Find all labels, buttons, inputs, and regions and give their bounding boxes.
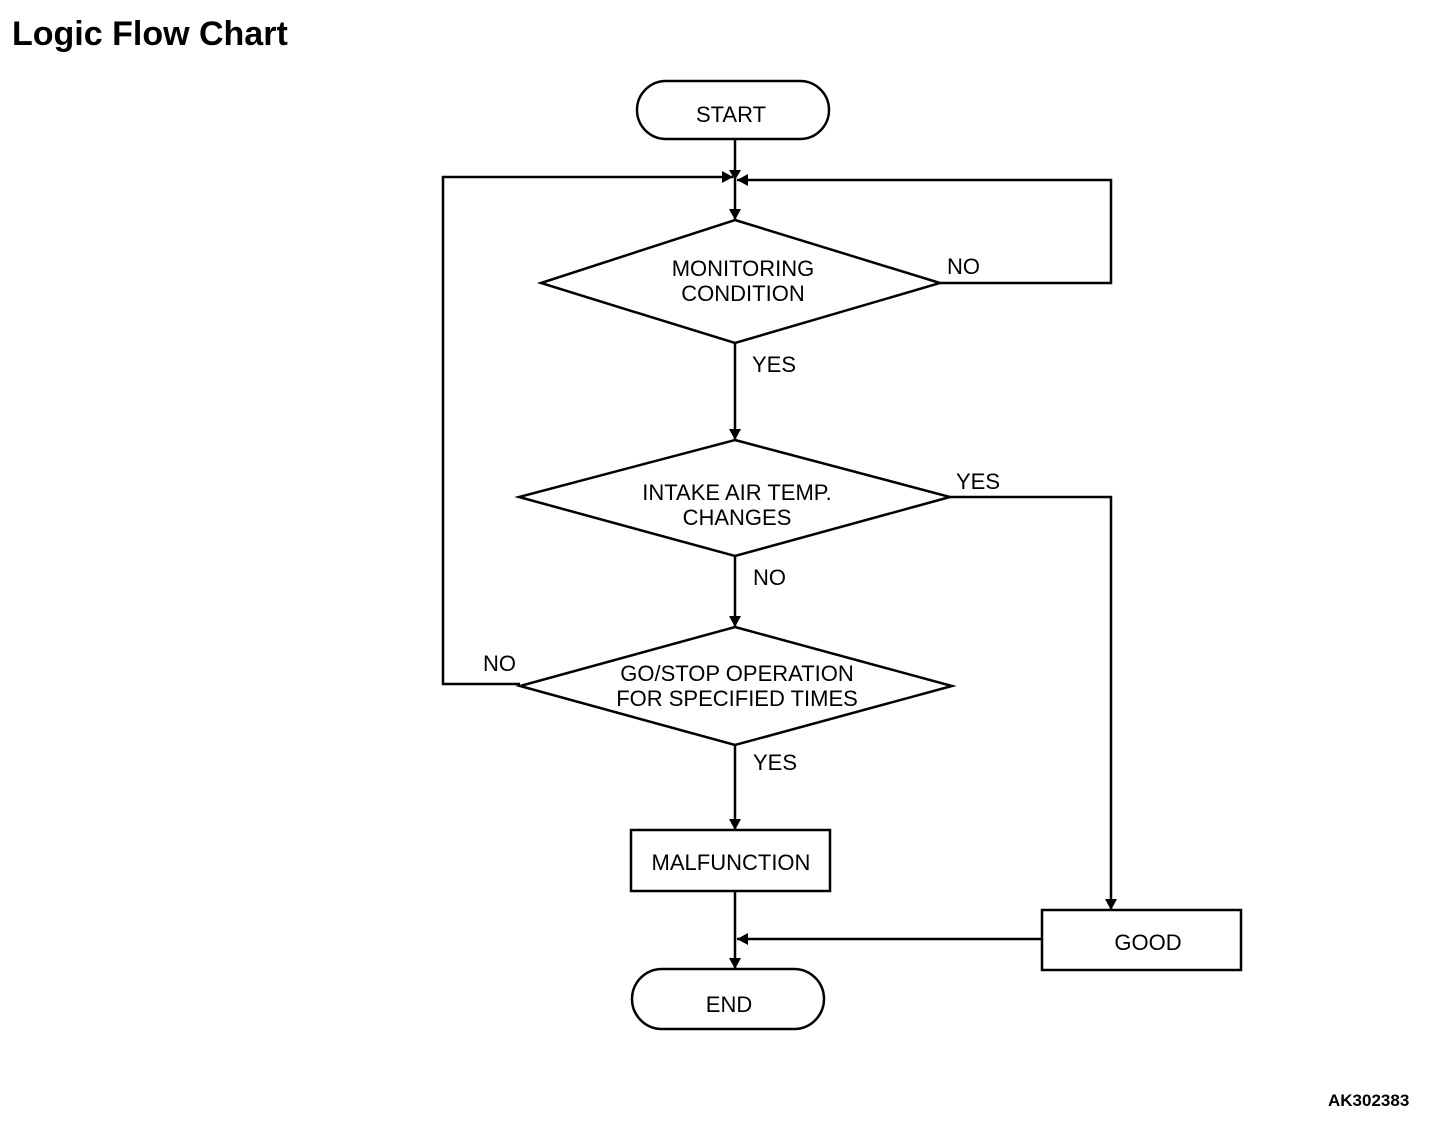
intake-no-label: NO	[753, 565, 786, 590]
gostop-no-label: NO	[483, 651, 516, 676]
monitoring-no-label: NO	[947, 254, 980, 279]
arrow-malfunction-in-icon	[729, 819, 741, 830]
end-label: END	[706, 992, 752, 1017]
arrow-good-in-icon	[1105, 899, 1117, 910]
monitoring-yes-label: YES	[752, 352, 796, 377]
edge-gostop-no-loop	[441, 175, 733, 686]
figure-code: AK302383	[1328, 1091, 1410, 1110]
start-label: START	[696, 102, 766, 127]
monitoring-label-line-2: CONDITION	[681, 281, 804, 306]
arrow-merge-down-icon	[729, 170, 741, 180]
intake-label-line-2: CHANGES	[683, 505, 792, 530]
arrow-intake-in-icon	[729, 429, 741, 440]
monitoring-condition-decision: MONITORING CONDITION	[536, 218, 945, 345]
arrow-gostop-no-loop-icon	[722, 171, 733, 183]
start-terminal: START	[635, 79, 831, 141]
good-box: GOOD	[1040, 908, 1243, 972]
arrow-monitoring-in-icon	[729, 209, 741, 220]
malfunction-box: MALFUNCTION	[629, 828, 832, 893]
intake-yes-label: YES	[956, 469, 1000, 494]
malfunction-label: MALFUNCTION	[652, 850, 811, 875]
arrow-monitoring-no-loop-icon	[737, 174, 748, 186]
gostop-label-line-2: FOR SPECIFIED TIMES	[616, 686, 858, 711]
intake-air-temp-decision: INTAKE AIR TEMP. CHANGES	[514, 438, 955, 558]
gostop-label-line-1: GO/STOP OPERATION	[620, 661, 854, 686]
end-terminal: END	[630, 967, 826, 1031]
page-title: Logic Flow Chart	[12, 15, 288, 53]
arrow-gostop-in-icon	[729, 616, 741, 627]
arrow-end-in-icon	[729, 958, 741, 969]
go-stop-operation-decision: GO/STOP OPERATION FOR SPECIFIED TIMES	[515, 625, 957, 747]
arrow-good-to-end-icon	[737, 933, 748, 945]
good-label: GOOD	[1114, 930, 1181, 955]
monitoring-label-line-1: MONITORING	[672, 256, 815, 281]
edge-monitoring-no-loop	[737, 178, 1113, 285]
edge-intake-yes	[950, 495, 1113, 910]
intake-label-line-1: INTAKE AIR TEMP.	[642, 480, 832, 505]
gostop-yes-label: YES	[753, 750, 797, 775]
